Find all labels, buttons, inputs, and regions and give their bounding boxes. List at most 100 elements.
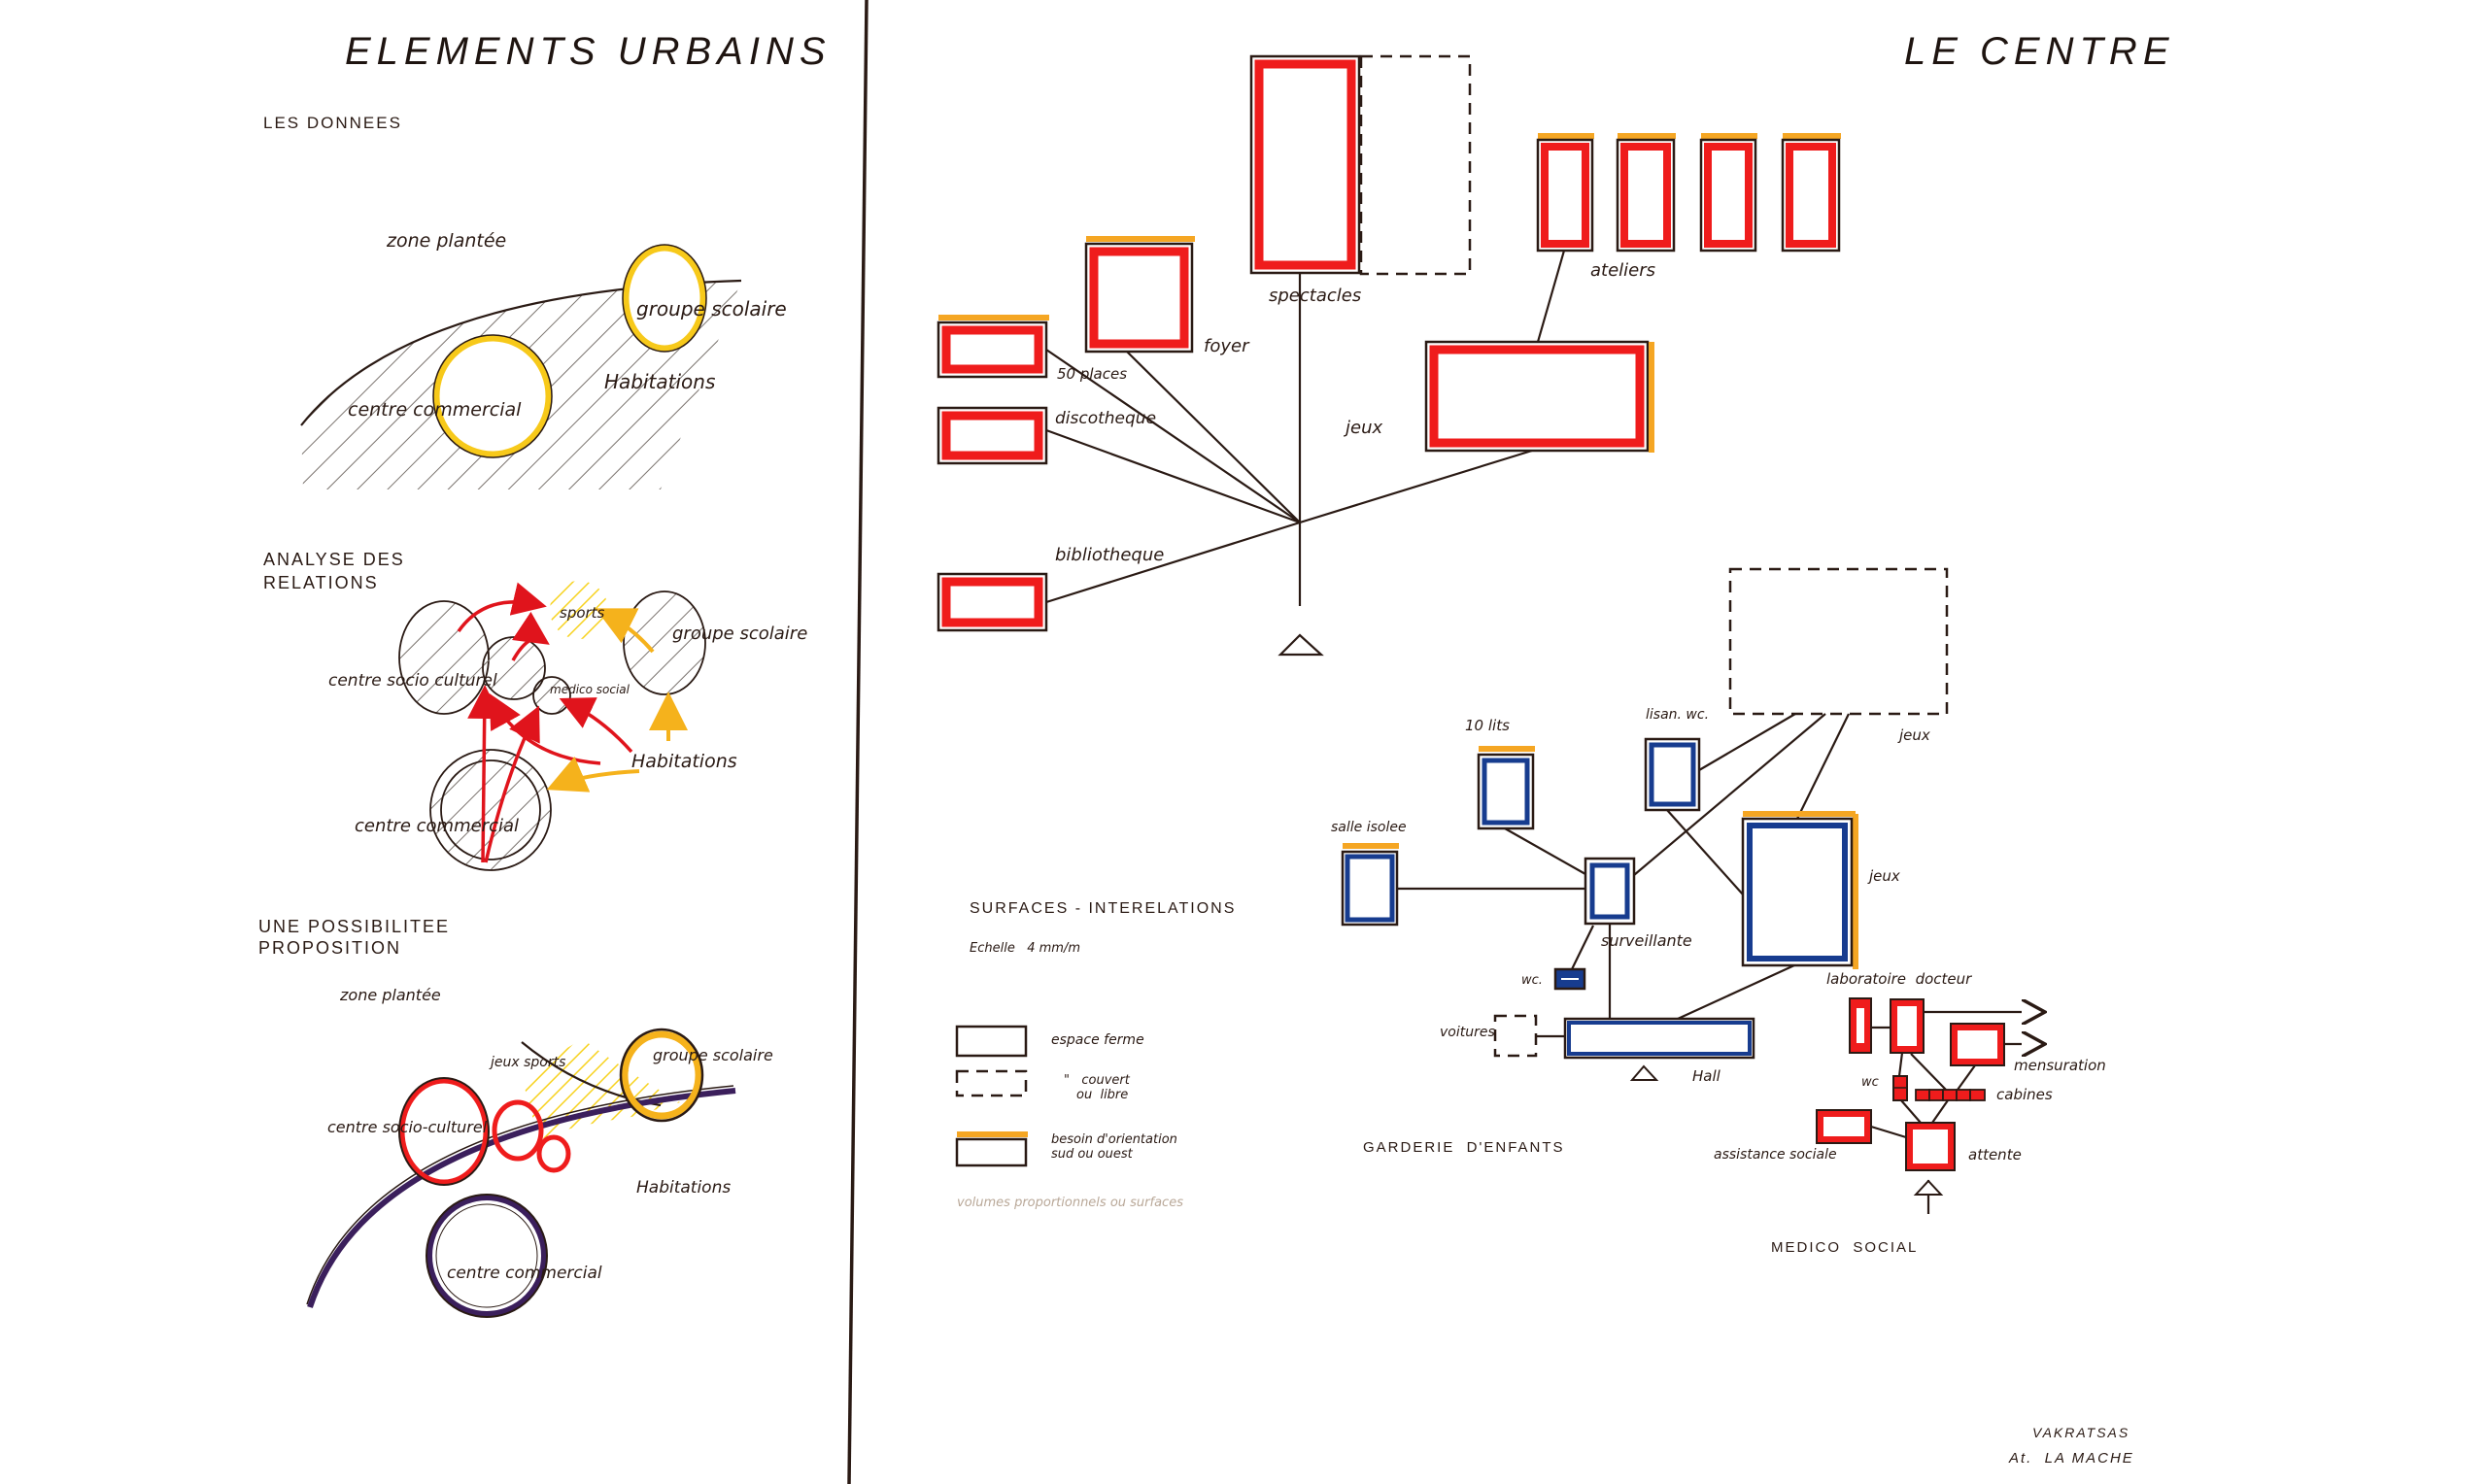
label-jeux: jeux <box>1867 867 1900 885</box>
centre-diagram: spectacles foyer 50 places discotheque b… <box>937 54 1841 657</box>
room-bibliotheque-fill <box>941 577 1043 627</box>
room-50-places-fill <box>941 325 1043 374</box>
label-jeux-outdoor: jeux <box>1897 726 1930 744</box>
label-zone-plantee: zone plantée <box>386 230 506 252</box>
legend-orientation-swatch <box>955 1137 1028 1167</box>
annex-circle-2 <box>536 1134 571 1173</box>
link-mensuration-cabines <box>1957 1064 1976 1091</box>
label-laboratoire-docteur: laboratoire docteur <box>1826 970 1972 988</box>
medico-diagram: laboratoire docteur mensuration wc cabin… <box>1714 970 2106 1256</box>
proposition-diagram: UNE POSSIBILITEE PROPOSITION zone planté… <box>258 917 773 1318</box>
proposition-heading-2: PROPOSITION <box>258 938 401 958</box>
room-jeux <box>1741 817 1854 967</box>
label-sports: sports <box>560 604 605 622</box>
centre-socio-culturel-circle <box>398 600 490 715</box>
room-spectacles <box>1249 54 1361 275</box>
link-cabines-attente <box>1931 1099 1949 1124</box>
legend-closed-label: espace ferme <box>1051 1032 1144 1048</box>
groupe-scolaire-circle <box>621 1030 702 1120</box>
room-lisan-wc <box>1644 737 1701 812</box>
room-discotheque-fill <box>941 411 1043 460</box>
label-zone-plantee: zone plantée <box>339 986 441 1004</box>
room-spectacles-fill <box>1254 59 1356 270</box>
ateliers-group <box>1536 133 1841 253</box>
link-ateliers <box>1536 250 1566 343</box>
link-lisan-jeux <box>1698 713 1796 771</box>
legend-orientation-label-1: besoin d'orientation <box>1051 1132 1177 1147</box>
groupe-scolaire-circle <box>622 244 707 353</box>
arrow-small-to-sports <box>511 611 550 661</box>
link-surveillante-wc <box>1571 925 1594 970</box>
legend-covered-swatch <box>955 1069 1028 1097</box>
label-bibliotheque: bibliotheque <box>1055 545 1164 565</box>
link-foyer <box>1126 351 1301 523</box>
link-assistance-attente <box>1870 1125 1907 1139</box>
label-jeux-sports: jeux sports <box>489 1055 565 1070</box>
legend-closed-swatch <box>955 1025 1028 1058</box>
area-jeux-outdoor <box>1728 567 1949 716</box>
relations-heading-1: ANALYSE DES <box>263 550 405 569</box>
relations-heading-2: RELATIONS <box>263 573 379 592</box>
socio-circle-outline <box>398 1077 490 1186</box>
label-centre-socio-culturel: centre socio culturel <box>328 671 497 691</box>
arrow-habitations-to-medico <box>559 697 633 754</box>
label-surveillante: surveillante <box>1601 931 1692 950</box>
label-cabines: cabines <box>1996 1086 2053 1103</box>
label-habitations: Habitations <box>631 751 737 772</box>
label-spectacles: spectacles <box>1269 286 1361 306</box>
label-attente: attente <box>1968 1146 2022 1164</box>
link-wc-attente <box>1900 1099 1922 1124</box>
room-cabines <box>1915 1089 1986 1101</box>
label-foyer: foyer <box>1204 336 1250 356</box>
centre-commercial-inner <box>435 1203 538 1308</box>
legend: SURFACES - INTERELATIONS Echelle 4 mm/m … <box>955 900 1236 1210</box>
label-wc: wc <box>1861 1075 1879 1090</box>
room-jeux-fill <box>1429 345 1645 448</box>
centre-commercial-outer-circle <box>429 749 552 871</box>
link-jeux <box>1299 449 1533 524</box>
area-voitures <box>1493 1014 1538 1058</box>
legend-note: volumes proportionnels ou surfaces <box>957 1196 1183 1210</box>
centre-commercial-outline <box>432 334 553 458</box>
centre-commercial-circle <box>426 1195 547 1317</box>
proposition-heading-1: UNE POSSIBILITEE <box>258 917 450 936</box>
signature-atelier: At. LA MACHE <box>2008 1450 2134 1467</box>
label-groupe-scolaire: groupe scolaire <box>672 624 807 644</box>
arrow-commercial-to-socio <box>467 685 502 863</box>
label-lisan-wc: lisan. wc. <box>1646 707 1709 723</box>
link-docteur-cabines <box>1910 1053 1947 1091</box>
groupe-scolaire-outline <box>622 244 707 353</box>
main-road-edge <box>306 1085 734 1305</box>
label-jeux: jeux <box>1343 418 1382 438</box>
centre-commercial-outline <box>426 1194 548 1318</box>
label-assistance-sociale: assistance sociale <box>1714 1147 1837 1163</box>
room-salle-isolee <box>1341 850 1399 927</box>
link-jeux-hall <box>1677 964 1795 1020</box>
donnees-diagram: LES DONNEES zone plantée groupe scolaire… <box>263 114 787 489</box>
sheet-divider <box>847 0 869 1484</box>
centre-commercial-circle <box>432 334 553 458</box>
label-centre-socio-culturel: centre socio-culturel <box>327 1118 488 1136</box>
arrow-commercial-to-medico <box>484 705 540 863</box>
room-foyer <box>1084 242 1194 354</box>
entrance-triangle-icon <box>1629 1064 1659 1081</box>
label-wc: wc. <box>1521 973 1543 988</box>
groupe-scolaire-outline <box>619 1028 704 1123</box>
medico-heading: MEDICO SOCIAL <box>1771 1239 1918 1256</box>
legend-orientation-label-2: sud ou ouest <box>1051 1147 1134 1162</box>
label-50-places: 50 places <box>1057 365 1127 383</box>
entrance-triangle-icon <box>1278 633 1324 657</box>
garderie-heading: GARDERIE D'ENFANTS <box>1363 1139 1565 1156</box>
label-centre-commercial: centre commercial <box>447 1264 602 1283</box>
signature-name: VAKRATSAS <box>2032 1425 2129 1440</box>
label-centre-commercial: centre commercial <box>355 816 519 836</box>
link-lisan-jeuxint <box>1666 809 1744 895</box>
label-medico-social: medico social <box>550 683 630 696</box>
legend-heading: SURFACES - INTERELATIONS <box>970 900 1236 917</box>
legend-covered-label-1: " couvert <box>1064 1073 1131 1088</box>
left-title: ELEMENTS URBAINS <box>345 30 832 73</box>
room-foyer-fill <box>1089 247 1189 349</box>
link-surveillante-jeux <box>1633 713 1826 876</box>
legend-covered-label-2: ou libre <box>1076 1088 1128 1102</box>
